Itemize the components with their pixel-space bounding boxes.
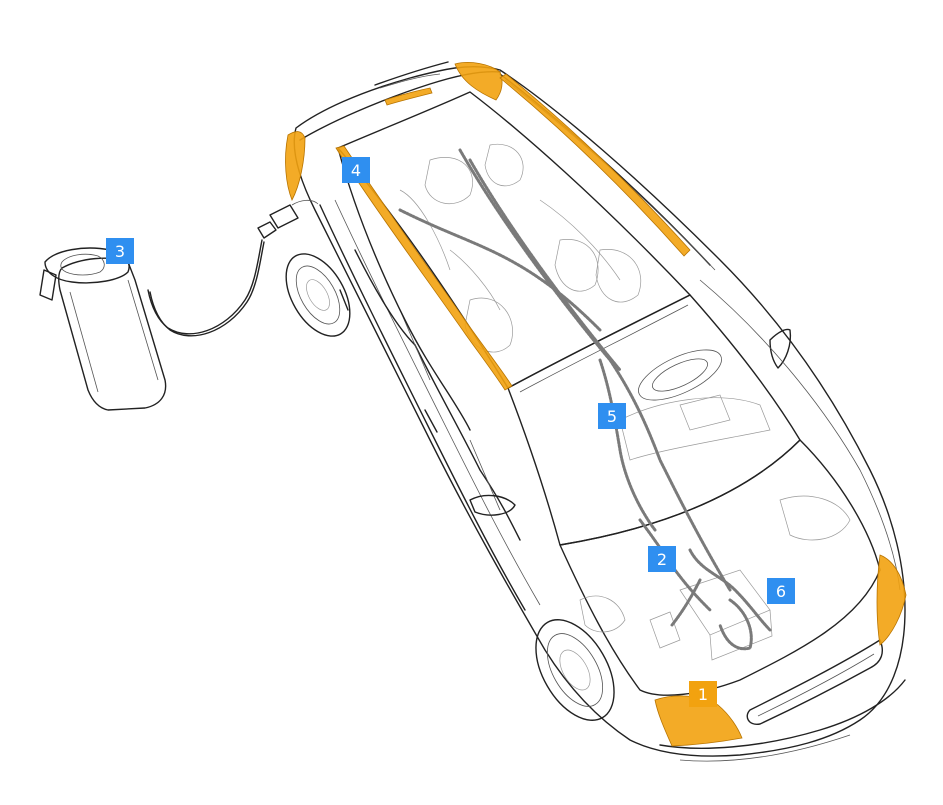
car-outline [293, 61, 906, 762]
label-4-text: 4 [351, 161, 361, 180]
label-1: 1 [689, 681, 717, 707]
rear-right-taillight-highlight [454, 62, 503, 101]
label-4: 4 [342, 157, 370, 183]
label-6: 6 [767, 578, 795, 604]
label-3: 3 [106, 238, 134, 264]
door-handle-rear [339, 289, 349, 311]
label-1-box [689, 681, 717, 707]
label-5-box [598, 403, 626, 429]
rear-left-wheel [285, 253, 351, 337]
label-3-box [106, 238, 134, 264]
door-handle-front [424, 409, 438, 433]
front-left-wheel [535, 619, 615, 721]
label-1-text: 1 [698, 685, 708, 704]
label-6-text: 6 [776, 582, 786, 601]
label-4-box [342, 157, 370, 183]
label-2-box [648, 546, 676, 572]
label-5-text: 5 [607, 407, 617, 426]
highlighted-parts [285, 62, 907, 747]
left-roof-strip-highlight [335, 145, 513, 391]
label-2-text: 2 [657, 550, 667, 569]
right-headlight-highlight [876, 554, 907, 646]
charging-plug [257, 199, 319, 239]
rear-left-taillight-highlight [285, 131, 306, 201]
brake-light-highlight [384, 87, 433, 106]
wallbox-charger [39, 239, 265, 411]
label-6-box [767, 578, 795, 604]
label-5: 5 [598, 403, 626, 429]
label-3-text: 3 [115, 242, 125, 261]
label-2: 2 [648, 546, 676, 572]
right-roof-strip-highlight [499, 73, 691, 257]
internal-cabling [398, 148, 772, 651]
